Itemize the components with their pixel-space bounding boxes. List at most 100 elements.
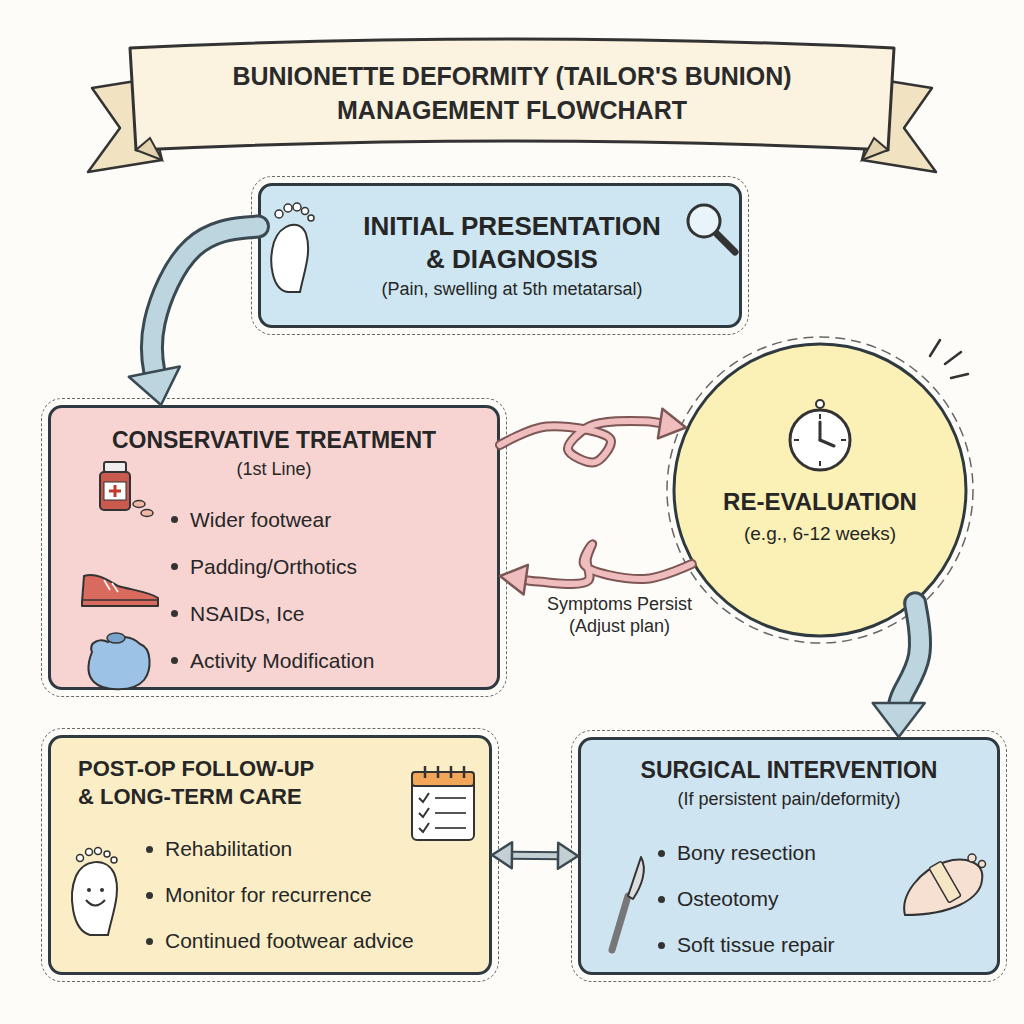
bullet-text: Padding/Orthotics [190,555,357,579]
scalpel-handle [612,896,628,950]
face-eye [87,888,91,892]
check-line [435,797,466,799]
bullet-dot [658,942,665,949]
connector-line [500,421,667,462]
bullet-text: Wider footwear [190,508,331,532]
ice-pack-cap [107,633,125,643]
bullet-text: Soft tissue repair [677,933,835,957]
clock-tick [794,439,799,441]
connector-outline [507,851,563,861]
ribbon-fold [862,138,888,160]
connector-outline [899,603,920,711]
foot-icon [72,862,117,935]
connector-outline [519,544,692,584]
node-heading: POST-OP FOLLOW-UP & LONG-TERM CARE [78,755,330,810]
toe-icon [104,851,110,857]
toe-icon [968,854,976,862]
process-box: POST-OP FOLLOW-UP & LONG-TERM CARE Rehabi… [48,735,492,975]
bullet-dot [146,846,153,853]
flow-arrow [129,227,258,406]
flow-arrow [873,603,925,737]
bullet-dot [171,610,178,617]
bullet-row: Wider footwear [171,496,497,543]
arrow-head [500,565,528,595]
bullet-dot [658,896,665,903]
foot-icon [904,860,982,915]
title-text: BUNIONETTE DEFORMITY (TAILOR'S BUNION) M… [192,60,832,128]
scalpel-blade [628,857,644,899]
icon-group [72,203,985,950]
emphasis-mark [951,374,968,378]
arrow-head [873,703,925,737]
calendar-header [412,772,474,786]
ice-pack-icon [89,637,150,689]
cross-mark [114,485,117,497]
toe-icon [275,210,283,218]
cross-mark [109,490,121,493]
bullet-dot [146,892,153,899]
bottle-cap [104,462,126,472]
magnifier-lens [688,205,720,237]
clock-hand [820,440,834,446]
toe-icon [111,857,117,863]
bullet-row: Rehabilitation [146,826,489,872]
toe-icon [86,849,93,856]
pill-icon [141,510,153,517]
process-box: CONSERVATIVE TREATMENT (1st Line) Wider fo… [48,405,500,690]
bullet-row: Activity Modification [171,637,497,684]
bullet-dot [171,563,178,570]
toe-icon [979,861,986,868]
shoe-sole [82,599,158,601]
shoe-icon [82,575,158,606]
bullet-row: Continued footwear advice [146,918,489,964]
bullet-row: Padding/Orthotics [171,543,497,590]
calendar-ring [424,766,427,778]
check-mark [419,808,429,817]
bullet-text: Continued footwear advice [165,929,414,953]
ribbon-body [130,39,894,150]
bottle-label [104,482,126,500]
bullet-text: NSAIDs, Ice [190,602,304,626]
clock-tick [841,439,846,441]
bullet-row: Monitor for recurrence [146,872,489,918]
bullet-row: Soft tissue repair [658,922,997,968]
clock-tick [819,461,821,466]
connector-outline [152,227,258,380]
arrow-head [558,843,578,869]
node-subtitle: (1st Line) [51,459,497,481]
bullet-text: Rehabilitation [165,837,292,861]
calendar-icon [412,772,474,840]
emphasis-mark [930,340,940,356]
calendar-ring [437,766,440,778]
flow-arrow [492,842,578,869]
connector-outline [500,421,667,462]
foot-icon [271,225,308,292]
pill-icon [133,501,145,508]
flow-arrow [500,409,686,463]
check-line [435,827,466,829]
arrow-head [492,842,512,868]
arrow-head [658,409,686,439]
bullet-dot [171,657,178,664]
bullet-row: Osteotomy [658,876,997,922]
ribbon-fold [136,138,162,160]
clock-icon [790,410,850,470]
bullet-dot [658,850,665,857]
toe-icon [77,855,84,862]
bullet-text: Bony resection [677,841,816,865]
node-subtitle: (e.g., 6-12 weeks) [672,523,968,546]
process-box: INITIAL PRESENTATION & DIAGNOSIS(Pain, s… [258,183,742,328]
check-mark [419,793,429,802]
toe-icon [284,204,292,212]
clock-knob [816,400,824,408]
node-heading: CONSERVATIVE TREATMENT [51,426,497,455]
connector-line [519,544,692,584]
emphasis-mark [945,352,961,364]
magnifier-handle [717,234,735,252]
connector-line [507,853,563,859]
clock-hand [819,422,822,440]
decision-circle: RE-EVALUATION(e.g., 6-12 weeks) [672,342,968,638]
connector-line [152,227,258,380]
arrow-head [129,367,180,405]
